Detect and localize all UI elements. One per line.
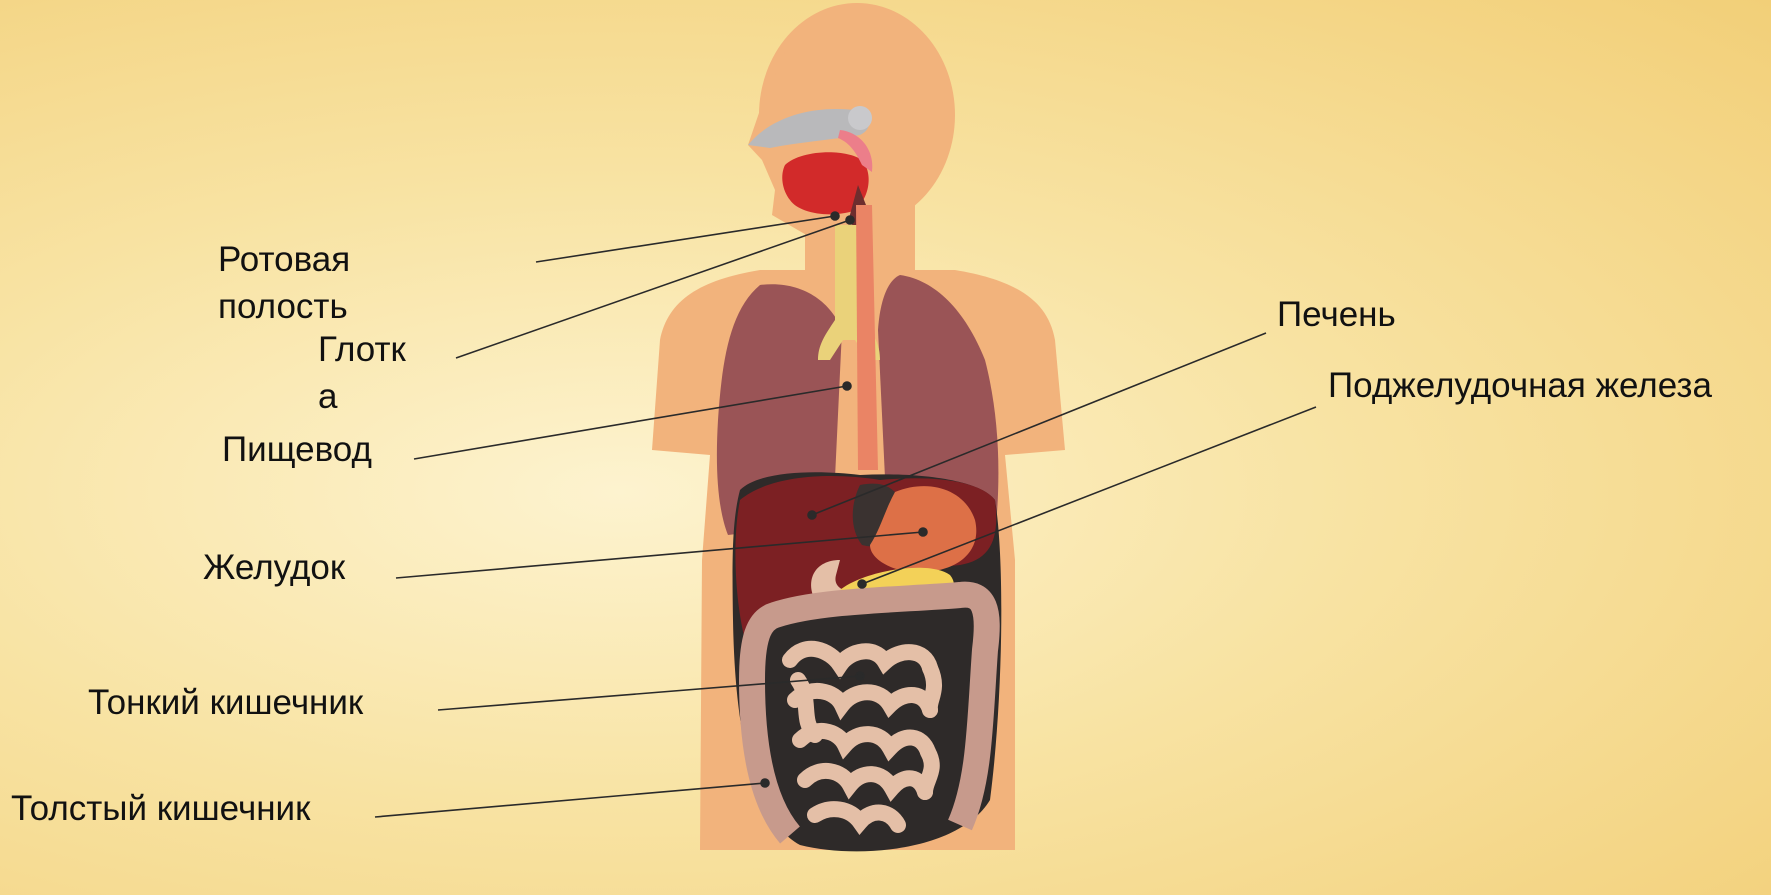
- label-mouth: Ротовая полость: [218, 236, 350, 330]
- mouth-pointer: [536, 216, 835, 262]
- label-esophagus: Пищевод: [222, 426, 372, 473]
- label-large-intestine: Толстый кишечник: [11, 785, 310, 832]
- label-pharynx-line1: Глотк: [318, 326, 406, 373]
- label-stomach: Желудок: [203, 544, 345, 591]
- label-mouth-line1: Ротовая: [218, 236, 350, 283]
- label-liver: Печень: [1277, 291, 1396, 338]
- label-pharynx-line2: а: [318, 373, 406, 420]
- label-small-intestine: Тонкий кишечник: [88, 679, 363, 726]
- sinus: [848, 106, 872, 130]
- label-mouth-line2: полость: [218, 283, 350, 330]
- label-pancreas: Поджелудочная железа: [1328, 362, 1712, 409]
- label-pharynx: Глотк а: [318, 326, 406, 420]
